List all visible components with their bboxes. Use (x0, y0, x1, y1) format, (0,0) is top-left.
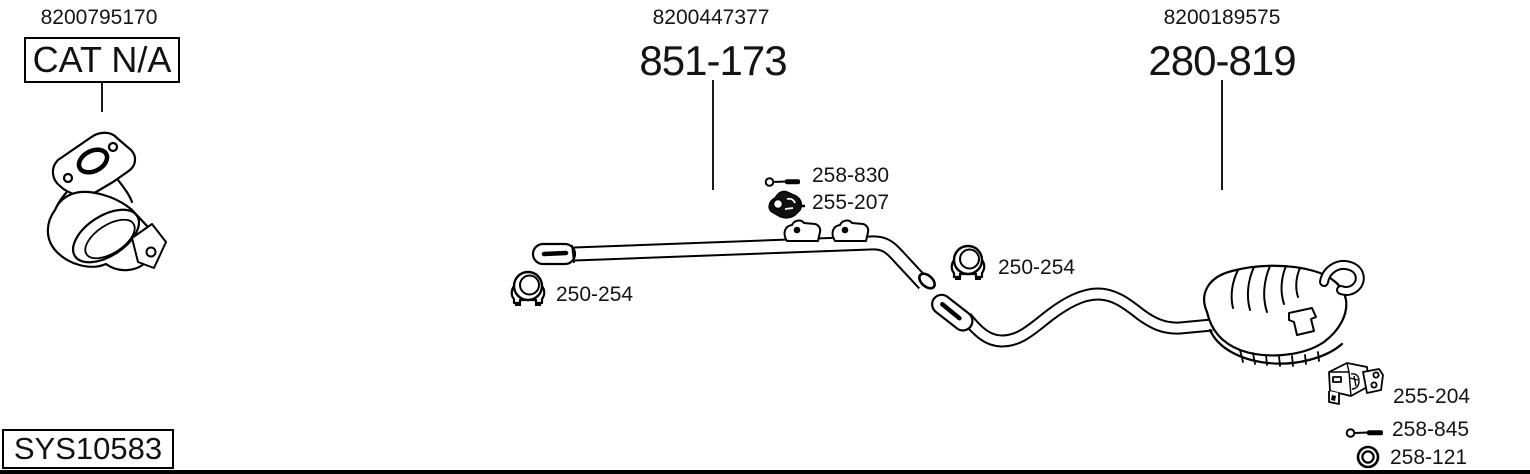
front-pipe-drawing (531, 219, 936, 290)
bolt-icon (764, 177, 800, 187)
fitting-label-rear-clamp: 250-254 (998, 256, 1076, 279)
fitting-label-rear-ring: 258-121 (1390, 446, 1468, 469)
rear-silencer-code: 280-819 (1148, 37, 1296, 84)
clamp-icon (950, 244, 986, 280)
pipe-hanger-brackets (783, 219, 870, 242)
fitting-label-front-rubber-hanger: 255-207 (812, 191, 890, 214)
rear-silencer-drawing (1203, 260, 1365, 367)
catalytic-converter-drawing (46, 131, 167, 272)
ring-gasket-icon (1356, 445, 1380, 469)
rubber-hanger-icon (768, 190, 805, 219)
rear-pipe-drawing (931, 287, 1213, 348)
fitting-label-front-bolt: 258-830 (812, 164, 890, 187)
cat-na-box: CAT N/A (24, 37, 180, 83)
front-pipe-code: 851-173 (639, 37, 787, 84)
fitting-label-rear-bracket-hanger: 255-204 (1393, 385, 1471, 408)
cat-na-label: CAT N/A (32, 39, 172, 80)
system-code-label: SYS10583 (13, 431, 163, 466)
oe-number-cat: 8200795170 (40, 6, 158, 29)
system-code-box: SYS10583 (2, 429, 174, 469)
bracket-hanger-icon (1328, 362, 1384, 405)
bottom-border-line (0, 470, 1530, 474)
clamp-icon (510, 270, 546, 306)
bolt-icon (1345, 428, 1383, 438)
oe-number-front-pipe: 8200447377 (652, 6, 770, 29)
fitting-label-front-clamp: 250-254 (556, 283, 634, 306)
fitting-label-rear-bolt: 258-845 (1392, 418, 1470, 441)
oe-number-rear-silencer: 8200189575 (1163, 6, 1281, 29)
